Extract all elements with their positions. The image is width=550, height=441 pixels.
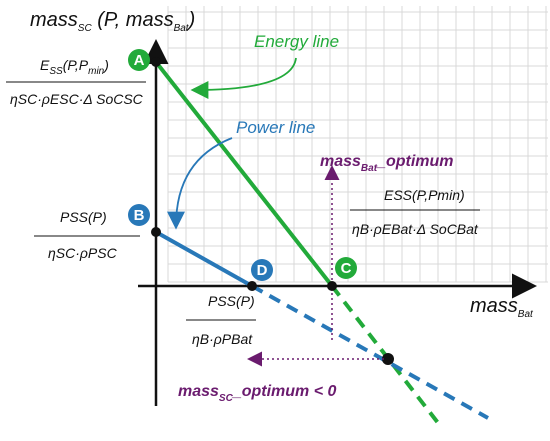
energy-line (154, 60, 334, 288)
svg-text:A: A (134, 52, 145, 69)
intersection-point (382, 353, 394, 365)
energy-line-label: Energy line (254, 32, 339, 51)
power-line-extension (251, 284, 489, 420)
point-d-badge: D (251, 259, 273, 281)
y-axis-title: massSC (P, massBat) (30, 9, 195, 34)
sc-optimum-label: massSC_optimum < 0 (178, 383, 337, 404)
formula-b-denominator: ηSC·ρPSC (48, 245, 118, 261)
svg-text:C: C (341, 260, 352, 277)
point-a-badge: A (128, 49, 150, 71)
point-b-marker (151, 227, 161, 237)
formula-b-numerator: PSS(P) (60, 209, 107, 225)
formula-a-denominator: ηSC·ρESC·Δ SoCSC (10, 91, 144, 107)
bat-optimum-label: massBat_optimum (320, 153, 454, 174)
power-line-arrow (167, 137, 233, 230)
x-axis-title: massBat (470, 295, 534, 320)
formula-a-numerator: ESS(P,Pmin) (40, 57, 109, 77)
formula-d-denominator: ηB·ρPBat (192, 331, 253, 347)
svg-text:B: B (134, 207, 145, 224)
formula-d-numerator: PSS(P) (208, 293, 255, 309)
formula-c-numerator: ESS(P,Pmin) (384, 187, 465, 203)
point-c-badge: C (335, 257, 357, 279)
svg-text:D: D (257, 262, 268, 279)
point-d-marker (247, 281, 257, 291)
power-line (155, 230, 253, 288)
formula-c-denominator: ηB·ρEBat·Δ SoCBat (352, 221, 479, 237)
point-b-badge: B (128, 204, 150, 226)
power-line-label: Power line (236, 118, 315, 137)
energy-line-arrow (190, 57, 297, 99)
point-a-marker (151, 57, 161, 67)
point-c-marker (327, 281, 337, 291)
background-grid (167, 6, 548, 283)
